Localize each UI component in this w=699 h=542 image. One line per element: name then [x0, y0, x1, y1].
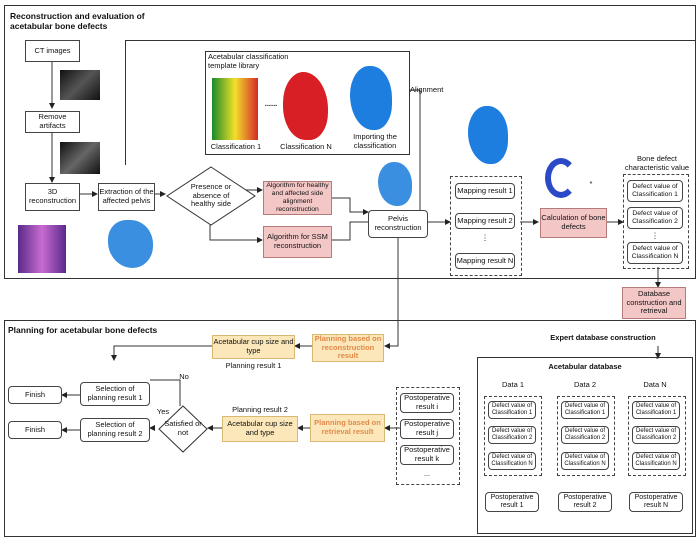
selection-2-box: Selection of planning result 2 [80, 418, 150, 442]
ct-image-thumb-2 [60, 142, 100, 174]
planning-result-1-label: Planning result 1 [225, 361, 282, 370]
satisfied-label: Satisfied or not [164, 419, 202, 437]
db-col-1-group [484, 396, 542, 476]
defect-values-group [623, 174, 689, 269]
finish-2-box: Finish [8, 421, 62, 439]
template-library-title: Acetabular classification template libra… [208, 52, 289, 70]
db-2-defect-1: Defect value of Classification 1 [561, 401, 609, 419]
top-panel-title: Reconstruction and evaluation of acetabu… [10, 11, 145, 31]
classification-n-label: Classification N [280, 142, 332, 151]
db-2-defect-n: Defect value of Classification N [561, 452, 609, 470]
db-1-defect-n: Defect value of Classification N [488, 452, 536, 470]
algo-alignment-box: Algorithm for healthy and affected side … [263, 181, 332, 215]
extraction-box: Extraction of the affected pelvis [98, 183, 155, 211]
asterisk: * [589, 179, 593, 188]
postop-ellipsis: ... [423, 469, 431, 478]
defect-image [545, 158, 577, 198]
inner-frame-left [125, 40, 126, 165]
db-postop-1: Postoperative result 1 [485, 492, 539, 512]
aligned-pelvis-image [468, 106, 508, 164]
calc-bone-defects-box: Calculation of bone defects [540, 208, 607, 238]
acetabular-database-title: Acetabular database [548, 362, 622, 371]
no-label: No [179, 372, 189, 381]
db-2-defect-2: Defect value of Classification 2 [561, 426, 609, 444]
pelvis-reconstruction-box: Pelvis reconstruction [368, 210, 428, 238]
mapping-ellipsis: ⋮ [481, 233, 489, 242]
algo-ssm-box: Algorithm for SSM reconstruction [263, 226, 332, 258]
defect-value-2: Defect value of Classification 2 [627, 207, 683, 229]
postop-i: Postoperative result i [400, 393, 454, 413]
plan-retrieval-box: Planning based on retrieval result [310, 414, 385, 442]
classification-1-image [212, 78, 258, 140]
postop-group [396, 387, 460, 485]
inner-frame [125, 40, 695, 41]
classification-1-label: Classification 1 [210, 142, 262, 151]
ct-images-box: CT images [25, 40, 80, 62]
mapping-results-group [450, 176, 522, 276]
alignment-label: Alignment [410, 85, 444, 94]
defect-value-n: Defect value of Classification N [627, 242, 683, 264]
cup1-box: Acetabular cup size and type [212, 335, 295, 359]
mapping-result-1: Mapping result 1 [455, 183, 515, 199]
mapping-result-n: Mapping result N [455, 253, 515, 269]
bottom-panel-title: Planning for acetabular bone defects [8, 325, 158, 335]
defect-value-1: Defect value of Classification 1 [627, 180, 683, 202]
database-box: Database construction and retrieval [622, 287, 686, 319]
db-postop-n: Postoperative result N [629, 492, 683, 512]
data-col-2: Data 2 [573, 380, 597, 389]
db-postop-2: Postoperative result 2 [558, 492, 612, 512]
selection-1-box: Selection of planning result 1 [80, 382, 150, 406]
remove-artifacts-box: Remove artifacts [25, 111, 80, 133]
top-panel [4, 5, 696, 279]
satisfied-diamond [158, 405, 208, 453]
db-col-n-group [628, 396, 686, 476]
importing-image [350, 66, 392, 130]
planning-result-2-label: Planning result 2 [232, 405, 288, 414]
db-n-defect-2: Defect value of Classification 2 [632, 426, 680, 444]
yes-label: Yes [156, 407, 170, 416]
importing-label: Importing the classification [353, 132, 397, 150]
postop-j: Postoperative result j [400, 419, 454, 439]
reconstruction-3d-box: 3D reconstruction [25, 183, 80, 211]
ct-image-thumb-1 [60, 70, 100, 100]
bone-defect-title: Bone defect characteristic value [624, 154, 690, 172]
classification-dots: ...... [264, 99, 278, 108]
affected-pelvis-image [108, 220, 153, 268]
defect-ellipsis: ⋮ [651, 231, 659, 240]
db-col-2-group [557, 396, 615, 476]
data-col-n: Data N [643, 380, 667, 389]
decision-diamond [166, 166, 256, 226]
decision-label: Presence or absence of healthy side [190, 182, 232, 209]
classification-n-image [283, 72, 328, 140]
db-1-defect-1: Defect value of Classification 1 [488, 401, 536, 419]
data-col-1: Data 1 [501, 380, 525, 389]
postop-k: Postoperative result k [400, 445, 454, 465]
db-n-defect-n: Defect value of Classification N [632, 452, 680, 470]
expert-title: Expert database construction [550, 333, 656, 342]
mapping-result-2: Mapping result 2 [455, 213, 515, 229]
reconstructed-pelvis-image [378, 162, 412, 206]
db-n-defect-1: Defect value of Classification 1 [632, 401, 680, 419]
db-1-defect-2: Defect value of Classification 2 [488, 426, 536, 444]
bottom-panel [4, 320, 696, 537]
plan-recon-box: Planning based on reconstruction result [312, 334, 384, 362]
pelvis-render-thumb [18, 225, 66, 273]
acetabular-database-frame [477, 357, 693, 534]
finish-1-box: Finish [8, 386, 62, 404]
cup2-box: Acetabular cup size and type [222, 416, 298, 442]
